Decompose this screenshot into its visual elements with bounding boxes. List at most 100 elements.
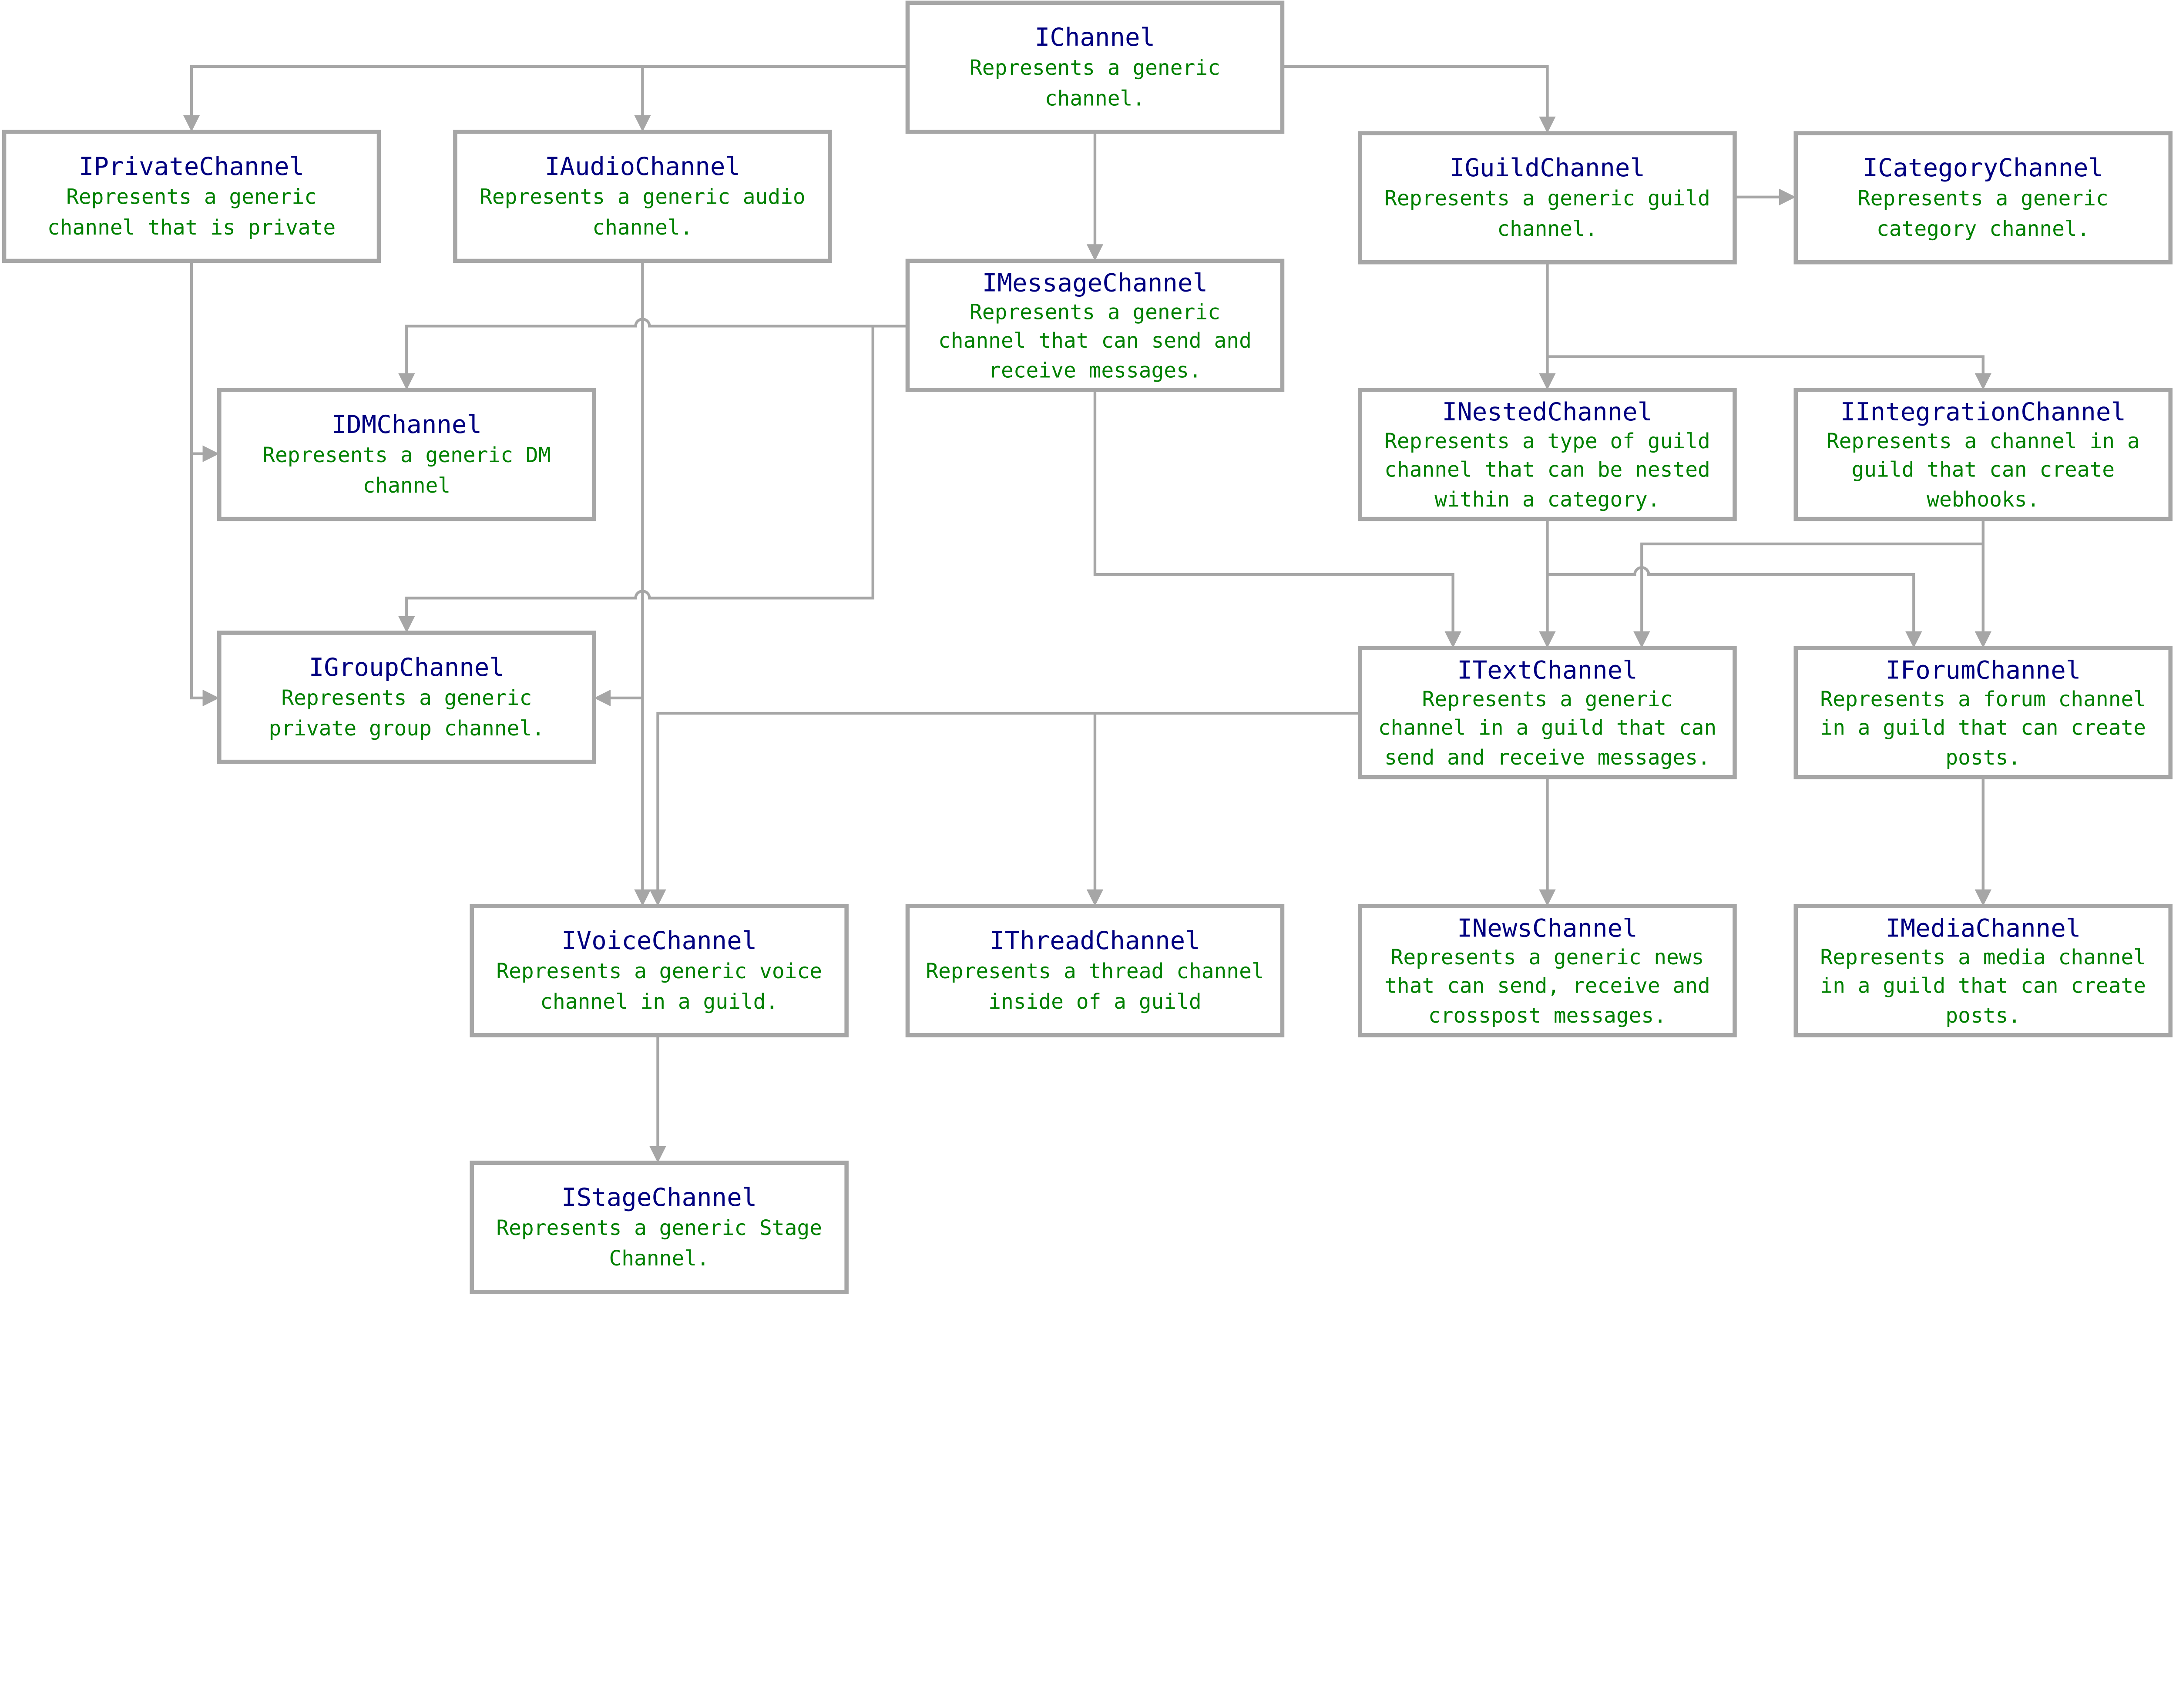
node-description-line: receive messages. xyxy=(988,359,1202,383)
node-description-line: Represents a generic xyxy=(970,300,1220,324)
node-title: IIntegrationChannel xyxy=(1840,397,2126,426)
node-box xyxy=(1358,904,1737,1037)
arrowhead-icon xyxy=(634,115,651,132)
arrowhead-icon xyxy=(1444,631,1461,648)
node-description-line: Represents a media channel xyxy=(1820,946,2146,970)
node-description-line: channel that can send and xyxy=(938,329,1252,353)
node-title: IGuildChannel xyxy=(1450,153,1645,182)
node-description-line: Represents a generic xyxy=(1858,187,2109,211)
node-title: IAudioChannel xyxy=(545,152,740,181)
node-description-line: inside of a guild xyxy=(988,990,1202,1014)
node-description-line: channel. xyxy=(1045,87,1145,111)
node-title: IStageChannel xyxy=(561,1183,757,1212)
node-description-line: channel. xyxy=(1497,217,1597,241)
arrowhead-icon xyxy=(649,889,666,906)
node-title: INestedChannel xyxy=(1442,397,1653,426)
node-title: ITextChannel xyxy=(1457,655,1638,685)
arrowhead-icon xyxy=(1905,631,1922,648)
node-description-line: category channel. xyxy=(1877,217,2090,241)
node-description-line: Represents a generic Stage xyxy=(496,1216,822,1240)
arrowhead-icon xyxy=(1086,244,1104,261)
node-description-line: Represents a thread channel xyxy=(926,960,1264,983)
node-description-line: Represents a generic xyxy=(281,686,532,710)
node-description-line: channel xyxy=(363,474,451,498)
node-description-line: channel that is private xyxy=(47,216,336,240)
node-description-line: Represents a generic xyxy=(970,56,1220,80)
node-box xyxy=(1793,131,2173,265)
node-description-line: webhooks. xyxy=(1927,488,2039,512)
node-description-line: Represents a forum channel xyxy=(1820,688,2146,711)
node-description-line: within a category. xyxy=(1434,488,1660,512)
node-box xyxy=(1358,388,1737,521)
node-description-line: in a guild that can create xyxy=(1820,974,2146,998)
edge-iguild-channel-to-iintegration-channel xyxy=(1547,355,1985,387)
arrowhead-icon xyxy=(1975,631,1991,648)
node-description-line: crosspost messages. xyxy=(1428,1004,1666,1028)
node-title: ICategoryChannel xyxy=(1863,153,2103,182)
arrowhead-icon xyxy=(594,689,611,707)
node-description-line: Represents a generic xyxy=(1422,688,1673,711)
arrowhead-icon xyxy=(1975,373,1991,390)
edge-iintegration-channel-to-itext-channel xyxy=(1640,542,1983,645)
node-description-line: channel in a guild. xyxy=(540,990,778,1014)
node-title: IThreadChannel xyxy=(990,926,1200,955)
arrowhead-icon xyxy=(398,616,415,633)
arrowhead-icon xyxy=(202,689,219,707)
edge-itext-channel-to-ivoice-channel xyxy=(656,711,1360,903)
node-description-line: Represents a generic guild xyxy=(1384,187,1710,211)
edge-imessage-channel-to-itext-channel xyxy=(1093,391,1454,645)
node-box xyxy=(1358,646,1737,779)
node-box xyxy=(905,0,1285,134)
node-box xyxy=(470,904,849,1037)
node-description-line: Represents a channel in a xyxy=(1827,430,2140,453)
arrowhead-icon xyxy=(1539,631,1556,648)
node-description-line: Represents a type of guild xyxy=(1384,430,1710,453)
arrowhead-icon xyxy=(1539,889,1556,906)
node-title: IGroupChannel xyxy=(309,653,504,682)
node-description-line: guild that can create xyxy=(1851,458,2115,482)
node-description-line: channel. xyxy=(592,216,692,240)
node-box xyxy=(905,258,1285,392)
node-description-line: Represents a generic voice xyxy=(496,960,822,983)
node-title: IChannel xyxy=(1035,23,1155,52)
arrowhead-icon xyxy=(1779,188,1796,205)
edge-imessage-channel-to-idmchannel xyxy=(405,318,908,387)
node-description-line: channel in a guild that can xyxy=(1378,716,1716,740)
node-box xyxy=(2,130,381,263)
edges xyxy=(183,65,1991,1163)
edge-ichannel-to-iguild-channel xyxy=(1282,65,1549,131)
node-description-line: channel that can be nested xyxy=(1384,458,1710,482)
node-box xyxy=(905,904,1285,1037)
node-box xyxy=(453,130,832,263)
node-description-line: in a guild that can create xyxy=(1820,716,2146,740)
arrowhead-icon xyxy=(1539,373,1556,390)
arrowhead-icon xyxy=(1539,116,1556,134)
arrowhead-icon xyxy=(634,889,651,906)
edge-iprivate-channel-to-igroup-channel xyxy=(190,262,217,700)
node-description-line: send and receive messages. xyxy=(1384,746,1710,770)
node-box xyxy=(217,388,596,521)
node-description-line: Represents a generic news xyxy=(1391,946,1704,970)
node-box xyxy=(1793,388,2173,521)
arrowhead-icon xyxy=(1975,889,1991,906)
node-title: IPrivateChannel xyxy=(79,152,304,181)
arrowhead-icon xyxy=(649,1146,666,1163)
node-box xyxy=(470,1161,849,1294)
arrowhead-icon xyxy=(398,373,415,390)
